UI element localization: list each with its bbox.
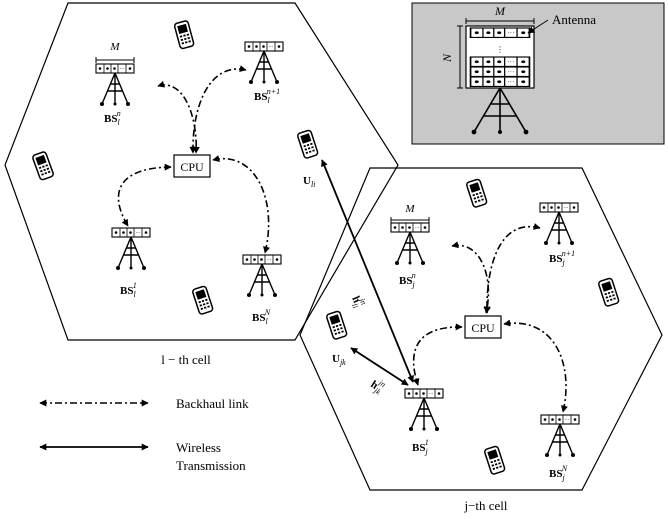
backhaul-link-j-n: [451, 241, 491, 314]
backhaul-link-l-n: [157, 80, 200, 154]
bs-j-N: BSjN: [541, 415, 579, 482]
channel-h-jk-label: hjkjn: [367, 375, 387, 397]
cell-phone-icon: [465, 177, 489, 209]
backhaul-link-l-1: [117, 163, 172, 227]
bs-l-n1: BSln+1: [245, 42, 283, 105]
svg-text:BSl1: BSl1: [120, 281, 137, 299]
antenna-tower-icon: [243, 255, 281, 297]
cell-j-hexagon: [299, 167, 663, 491]
backhaul-link-j-N: [503, 319, 568, 413]
svg-text:BSjn: BSjn: [399, 271, 416, 289]
bs-l-N: BSlN: [243, 255, 281, 326]
legend-backhaul-label: Backhaul link: [176, 396, 249, 411]
bs-j-n: M BSjn: [391, 203, 429, 289]
channel-h-li-label: hlijn: [347, 293, 368, 310]
user-jk-phone-icon: [325, 309, 349, 341]
cell-l-label: l − th cell: [161, 352, 211, 367]
cell-phone-icon: [173, 19, 196, 50]
svg-text:Ujk: Ujk: [332, 353, 346, 367]
backhaul-link-j-n1: [483, 223, 541, 314]
stacked-antenna-array-icon: ⋮: [465, 25, 535, 89]
antenna-tower-icon: [540, 203, 578, 245]
legend: Backhaul link Wireless Transmission: [39, 396, 249, 473]
wireless-link-u-li: [321, 159, 414, 383]
cpu-j: CPU: [464, 315, 502, 339]
cell-phone-icon: [483, 444, 507, 476]
antenna-tower-icon: [391, 223, 429, 265]
bs-l-n: M BSln: [96, 41, 134, 127]
backhaul-link-l-n1: [189, 65, 247, 154]
bs-l-n-m-label: M: [109, 41, 120, 53]
inset-tower-icon: [473, 87, 527, 133]
cell-phone-icon: [597, 276, 621, 308]
antenna-tower-icon: [96, 64, 134, 106]
legend-wireless-label-2: Transmission: [176, 458, 246, 473]
svg-text:BSln+1: BSln+1: [254, 87, 280, 105]
cell-l-hexagon: [4, 2, 399, 341]
backhaul-link-l-N: [212, 155, 270, 254]
svg-text:BSj1: BSj1: [412, 438, 429, 456]
antenna-label: Antenna: [552, 12, 596, 27]
svg-text:BSjn+1: BSjn+1: [549, 249, 575, 267]
antenna-tower-icon: [541, 415, 579, 457]
inset-n-label: N: [440, 53, 454, 63]
svg-text:BSln: BSln: [104, 109, 121, 127]
cell-phone-icon: [31, 150, 55, 182]
bs-j-n1: BSjn+1: [540, 203, 578, 267]
antenna-array-inset: M N ⋮ Antenna: [411, 2, 665, 145]
svg-text:BSlN: BSlN: [252, 308, 271, 326]
backhaul-link-j-1: [412, 323, 463, 386]
svg-text:BSjN: BSjN: [549, 464, 568, 482]
wireless-link-u-jk: [350, 347, 409, 386]
cpu-l-label: CPU: [180, 160, 204, 174]
antenna-tower-icon: [405, 389, 443, 431]
cpu-j-label: CPU: [471, 321, 495, 335]
bs-j-1: BSj1: [405, 389, 443, 456]
cell-j-label: j−th cell: [463, 498, 507, 513]
cpu-l: CPU: [173, 154, 211, 178]
antenna-tower-icon: [112, 228, 150, 270]
svg-text:Uli: Uli: [303, 175, 315, 189]
bs-j-n-m-label: M: [404, 203, 415, 215]
legend-wireless-label-1: Wireless: [176, 440, 221, 455]
inset-m-label: M: [494, 4, 506, 18]
user-li-phone-icon: [296, 128, 320, 160]
bs-l-1: BSl1: [112, 228, 150, 299]
svg-text:⋮: ⋮: [496, 45, 504, 54]
cell-phone-icon: [191, 284, 215, 316]
antenna-tower-icon: [245, 42, 283, 84]
